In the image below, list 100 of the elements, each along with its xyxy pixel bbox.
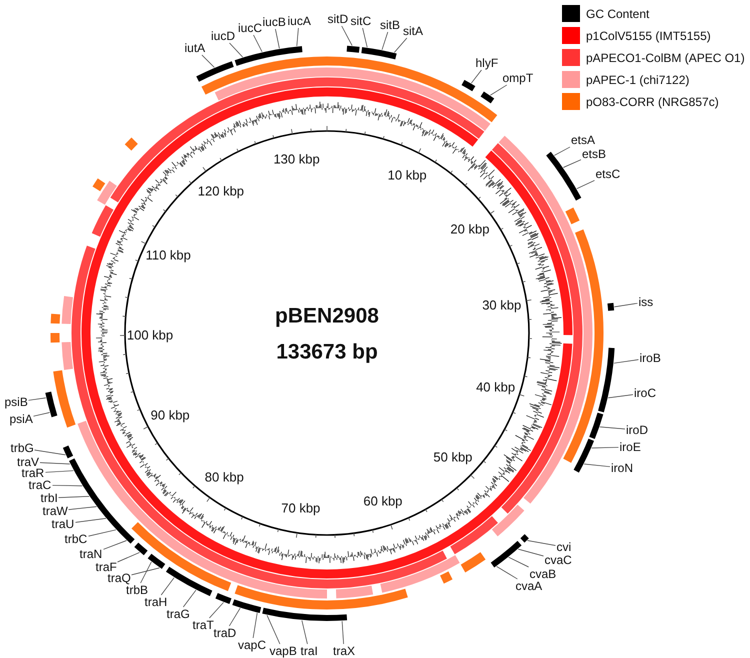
leader-line [527, 540, 556, 546]
gene-bar [166, 566, 212, 596]
gene-label: cvaC [544, 554, 572, 566]
leader-line [490, 84, 508, 96]
leader-line [160, 577, 174, 596]
leader-line [342, 620, 344, 644]
leader-line [382, 32, 388, 50]
leader-line [614, 302, 638, 308]
gene-label: traU [52, 518, 74, 530]
gene-label: vapC [238, 639, 266, 651]
gene-label: iutA [184, 42, 206, 54]
gene-label: iucB [262, 16, 286, 28]
gene-bar [232, 599, 262, 614]
gene-label: iroC [634, 387, 656, 399]
leader-line [34, 450, 66, 456]
leader-line [140, 562, 152, 584]
gene-label: traR [22, 467, 44, 479]
legend-label: GC Content [586, 8, 650, 20]
gene-label: traH [144, 596, 168, 608]
gene-label: trbC [64, 533, 88, 545]
gene-label: iroN [611, 462, 634, 474]
scale-label: 10 kbp [388, 168, 427, 182]
leader-line [182, 590, 196, 608]
gene-bar [346, 46, 360, 53]
scale-label: 50 kbp [433, 450, 472, 464]
gene-bar [589, 412, 604, 439]
gene-bar [480, 91, 494, 104]
legend-label: pO83-CORR (NRG857c) [586, 96, 719, 108]
scale-label: 60 kbp [363, 494, 402, 508]
legend-label: p1ColV5155 (IMT5155) [586, 30, 711, 42]
gene-label: sitA [403, 25, 424, 37]
gene-label: iroB [640, 352, 661, 364]
leader-line [68, 506, 97, 510]
gene-bar [574, 438, 594, 473]
gene-label: traV [17, 456, 40, 468]
leader-line [266, 614, 280, 644]
gene-label: iucD [211, 30, 236, 42]
leader-line [584, 464, 610, 468]
scale-label: 30 kbp [482, 298, 522, 312]
leader-line [253, 34, 262, 52]
leader-line [209, 602, 224, 618]
leader-line [591, 446, 619, 448]
plasmid-name: pBEN2908 [275, 306, 379, 326]
leader-line [362, 28, 368, 48]
leader-line [518, 548, 544, 556]
leader-line [88, 529, 116, 536]
gene-bar [45, 392, 58, 418]
leader-line [470, 70, 482, 84]
gene-label: etsB [582, 148, 606, 160]
gene-label: psiA [10, 413, 33, 425]
gene-label: iss [638, 296, 654, 308]
gene-label: iroE [620, 441, 641, 453]
gene-bar [62, 445, 74, 458]
scale-label: 80 kbp [204, 470, 244, 484]
gene-label: traF [96, 561, 117, 573]
gene-bar [520, 534, 529, 543]
leader-line [599, 426, 626, 430]
leader-line [228, 608, 241, 626]
gene-label: traI [300, 645, 318, 657]
leader-line [58, 496, 90, 498]
leader-line [341, 26, 352, 46]
legend-label: pAPECO1-ColBM (APEC O1) [586, 52, 745, 64]
gene-label: traW [42, 505, 68, 517]
leader-line [40, 462, 70, 464]
leader-line [614, 359, 639, 364]
leader-line [275, 28, 280, 49]
leader-line [296, 28, 299, 46]
leader-line [103, 540, 127, 550]
gene-label: vapB [270, 645, 297, 657]
leader-line [45, 470, 74, 473]
leader-line [117, 552, 140, 562]
scale-label: 100 kbp [126, 328, 174, 342]
gene-label: hlyF [476, 57, 498, 69]
gene-label: trbI [40, 492, 58, 504]
leader-line [562, 159, 582, 168]
gene-label: traX [333, 645, 356, 657]
gene-bar [134, 542, 148, 556]
gene-label: iucC [238, 22, 262, 34]
scale-label: 110 kbp [146, 248, 191, 262]
leader-line [202, 54, 215, 68]
gene-bar [607, 302, 614, 311]
gene-label: cvaA [516, 580, 542, 592]
leader-line [302, 620, 308, 644]
gene-label: sitD [328, 13, 348, 25]
leader-line [608, 394, 634, 398]
leader-line [131, 568, 160, 576]
gene-bar [148, 554, 166, 569]
gene-label: ompT [502, 72, 534, 84]
scale-label: 130 kbp [273, 152, 320, 166]
gene-label: etsA [571, 134, 596, 146]
gene-label: cvaB [530, 568, 556, 580]
gene-bar [262, 608, 347, 621]
gene-bar [490, 540, 522, 568]
gene-bar [361, 47, 397, 60]
leader-line [576, 180, 595, 190]
gene-label: traG [166, 608, 190, 620]
gene-bar [196, 61, 234, 82]
gene-label: traN [80, 548, 102, 560]
scale-label: 120 kbp [198, 184, 244, 198]
gene-label: iucA [288, 15, 311, 27]
